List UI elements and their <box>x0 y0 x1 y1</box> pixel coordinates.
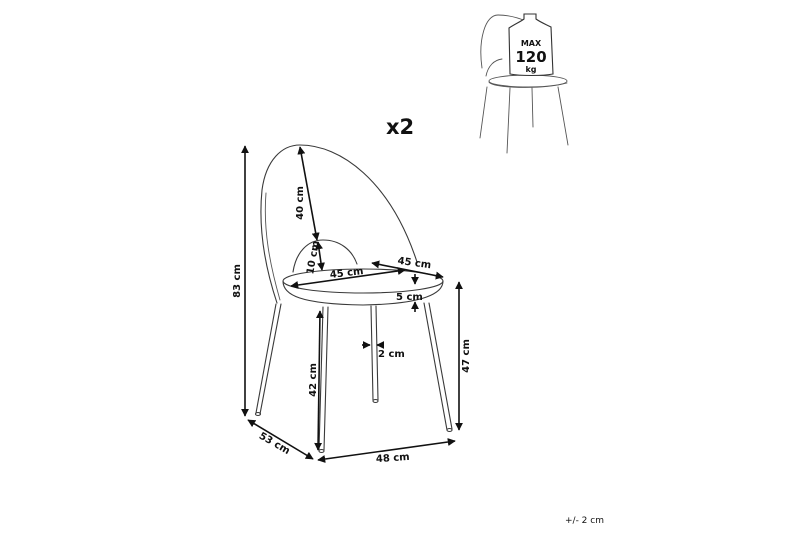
chair-legs <box>254 302 453 454</box>
quantity-label: x2 <box>386 115 414 139</box>
label-seat-width: 45 cm <box>329 266 364 281</box>
weight-shape <box>508 13 554 77</box>
label-seat-height: 47 cm <box>461 339 472 373</box>
chair-drawing <box>254 144 453 454</box>
label-seat-thickness: 5 cm <box>396 292 423 303</box>
weight-max-label: MAX <box>521 39 542 48</box>
label-seat-depth: 45 cm <box>397 256 432 272</box>
label-backrest-height: 40 cm <box>295 186 306 220</box>
backrest <box>260 144 418 304</box>
dimension-arrows <box>241 145 463 463</box>
weight-unit: kg <box>525 65 536 74</box>
backrest-inner-arch <box>292 239 358 273</box>
label-leg-height: 42 cm <box>308 363 319 397</box>
label-total-depth: 53 cm <box>257 431 292 457</box>
weight-value: 120 <box>515 48 546 66</box>
tolerance-note: +/- 2 cm <box>565 516 604 526</box>
max-weight-icon: MAX 120 kg <box>479 13 569 154</box>
label-leg-thickness: 2 cm <box>378 349 405 360</box>
label-total-width: 48 cm <box>376 452 410 465</box>
label-total-height: 83 cm <box>232 264 243 298</box>
